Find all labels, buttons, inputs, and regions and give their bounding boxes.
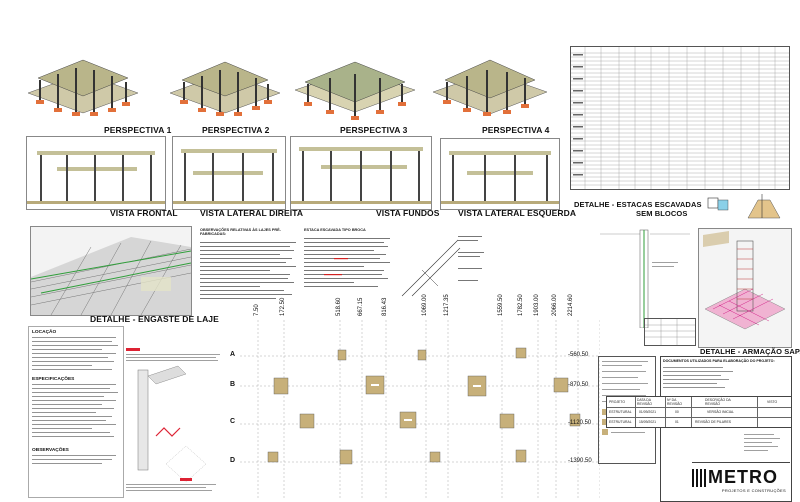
logo-mark: METRO [692,467,790,488]
rev-r1-data: 01/09/2021 [639,410,656,414]
estacas-caption-1: DETALHE - ESTACAS ESCAVADAS [574,200,702,209]
back-view-image [290,136,432,210]
rev-r1-desc: VERSÃO INICIAL [707,410,734,414]
rev-col-data: DATA DA REVISÃO [637,398,653,407]
grid-col-3: 518.60 [336,297,342,316]
grid-row-b: B [230,381,236,388]
company-logo: METRO PROJETOS E CONSTRUÇÕES [692,462,790,499]
title-block-info [742,430,790,460]
grid-row-c: C [230,418,236,425]
slab-detail-caption: DETALHE - ENGASTE DE LAJE [90,314,219,324]
perspective-2-image [160,38,290,128]
grid-row-d: D [230,457,236,464]
especificacoes-heading: ESPECIFICAÇÕES [32,377,75,382]
grid-col-11: 2066.00 [552,294,558,316]
grid-col-1: 7.50 [254,304,260,316]
locacao-heading: LOCAÇÃO [32,330,57,335]
grid-col-2: 172.50 [280,297,286,316]
level-1: -560.50 [568,352,589,358]
rev-r2-data: 15/09/2021 [639,420,656,424]
perspective-2-caption: PERSPECTIVA 2 [202,125,270,135]
level-4: -1390.50 [568,458,592,464]
footing-rebar-caption: DETALHE - ARMAÇÃO SAPATA [700,347,800,356]
rev-r1-type: ESTRUTURAL [609,410,632,414]
pile-detail-drawing [700,192,790,226]
front-view-caption: VISTA FRONTAL [110,208,178,218]
pile-notes-title: ESTACA ESCAVADA TIPO BROCA [304,228,366,232]
pile-notes: ESTACA ESCAVADA TIPO BROCA [304,228,394,308]
docs-title: DOCUMENTOS UTILIZADOS PARA ELABORAÇÃO DO… [663,359,775,363]
precast-slab-notes-title: OBSERVAÇÕES RELATIVAS ÀS LAJES PRÉ-FABRI… [200,228,281,237]
rev-r1-rev: 00 [675,410,679,414]
grid-row-a: A [230,351,236,358]
back-view-caption: VISTA FUNDOS [376,208,440,218]
left-notes-panel: LOCAÇÃO ESPECIFICAÇÕES OBSERVAÇÕES [28,326,124,498]
grid-col-10: 1903.00 [534,294,540,316]
rev-col-rev: Nº DA REVISÃO [667,398,683,407]
precast-slab-notes: OBSERVAÇÕES RELATIVAS ÀS LAJES PRÉ-FABRI… [200,228,300,308]
level-2: -870.50 [568,382,589,388]
front-view-image [26,136,166,210]
grid-col-7: 1217.35 [444,294,450,316]
reinforcement-diagram [398,232,488,302]
grid-col-12: 2214.60 [568,294,574,316]
rev-row-header: PROJETO [609,400,625,404]
logo-tagline: PROJETOS E CONSTRUÇÕES [721,488,786,493]
left-view-caption: VISTA LATERAL ESQUERDA [458,208,577,218]
rebar-legend-table [644,318,696,346]
perspective-1-caption: PERSPECTIVA 1 [104,125,172,135]
grid-column-labels: 7.50 172.50 518.60 667.15 816.43 1069.00… [250,290,610,320]
grid-col-6: 1069.00 [422,294,428,316]
pile-section-detail [600,228,690,328]
foundation-plan [240,300,600,500]
left-view-image [440,138,560,210]
grid-col-5: 816.43 [382,297,388,316]
column-connection-detail [126,346,226,496]
logo-bars-icon [692,468,706,487]
rev-col-desc: DESCRIÇÃO DA REVISÃO [705,398,731,407]
perspective-4-image [425,40,555,128]
estacas-caption-2: SEM BLOCOS [636,209,688,218]
observacoes-heading: OBSERVAÇÕES [32,448,69,453]
rev-r2-rev: 01 [675,420,679,424]
perspective-3-caption: PERSPECTIVA 3 [340,125,408,135]
pile-schedule-table [570,46,790,190]
rev-r2-desc: REVISÃO DE PILARES [695,420,731,424]
revision-table: PROJETO DATA DA REVISÃO Nº DA REVISÃO DE… [606,396,792,428]
footing-rebar-image [698,228,792,348]
rev-r2-type: ESTRUTURAL [609,420,632,424]
perspective-3-image [290,50,420,128]
perspective-4-caption: PERSPECTIVA 4 [482,125,550,135]
right-view-caption: VISTA LATERAL DIREITA [200,208,304,218]
grid-col-9: 1782.50 [518,294,524,316]
logo-text: METRO [708,467,778,487]
level-3: -1120.50 [568,420,592,426]
right-view-image [172,136,286,210]
perspective-1-image [18,38,148,128]
rev-col-visto: VISTO [767,400,778,404]
grid-col-8: 1559.50 [498,294,504,316]
grid-col-4: 667.15 [358,297,364,316]
slab-detail-image [30,226,192,316]
